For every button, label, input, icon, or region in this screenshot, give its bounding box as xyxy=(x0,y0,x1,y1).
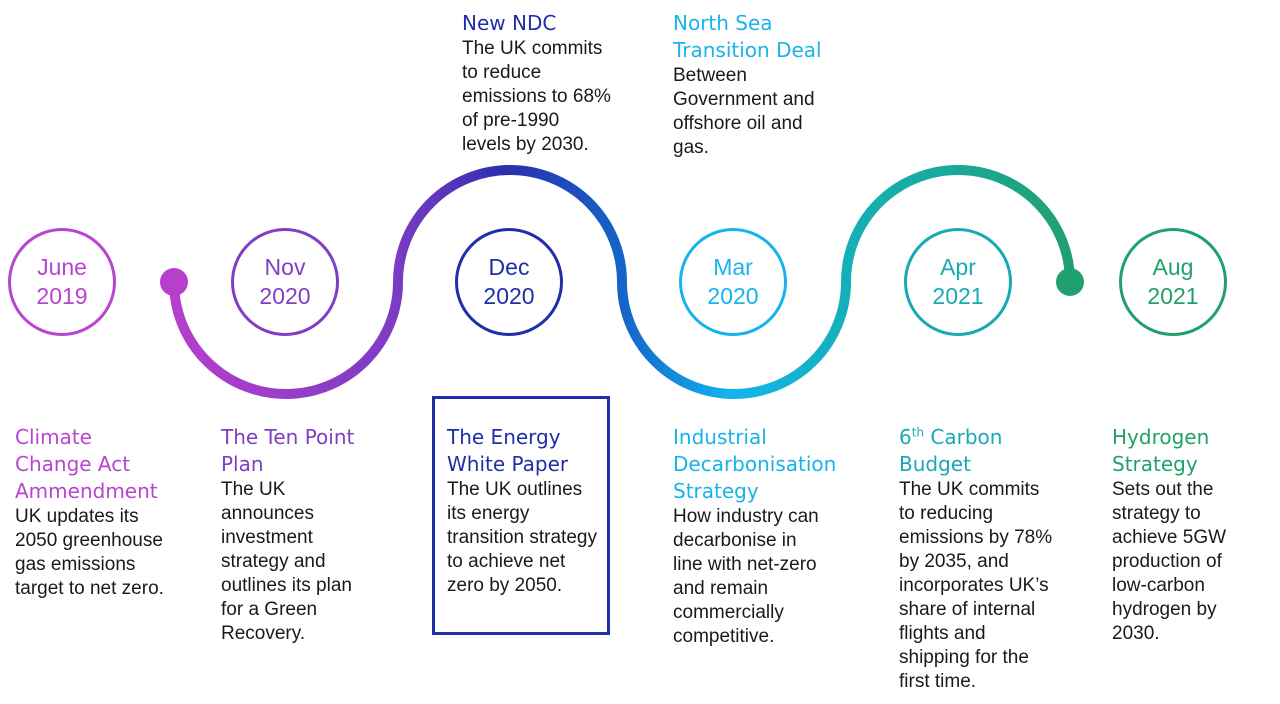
event-title: Budget xyxy=(899,452,971,476)
event-text: line with net-zero xyxy=(673,554,817,575)
date-circle-nov-2020: Nov 2020 xyxy=(231,228,339,336)
event-6th-carbon-budget: 6th Carbon Budget The UK commits to redu… xyxy=(899,424,1052,694)
event-text: The UK commits xyxy=(462,38,603,59)
event-title: Climate xyxy=(15,425,92,449)
date-circle-june-2019: June 2019 xyxy=(8,228,116,336)
event-text: investment xyxy=(221,527,313,548)
event-text: 2030. xyxy=(1112,623,1160,644)
event-ten-point-plan: The Ten Point Plan The UK announces inve… xyxy=(221,424,354,646)
highlight-box xyxy=(432,396,610,635)
event-text: transition strategy xyxy=(447,527,597,548)
event-text: decarbonise in xyxy=(673,530,797,551)
event-text: incorporates UK’s xyxy=(899,575,1049,596)
date-circle-mar-2020: Mar 2020 xyxy=(679,228,787,336)
event-title: White Paper xyxy=(447,452,569,476)
date-circle-dec-2020: Dec 2020 xyxy=(455,228,563,336)
event-text: UK updates its xyxy=(15,506,139,527)
date-month: Apr xyxy=(940,254,976,280)
event-title: Hydrogen xyxy=(1112,425,1210,449)
event-text: Government and xyxy=(673,89,815,110)
title-number: 6 xyxy=(899,425,912,449)
event-text: hydrogen by xyxy=(1112,599,1217,620)
event-text: Between xyxy=(673,65,747,86)
date-month: June xyxy=(37,254,87,280)
title-text: Carbon xyxy=(924,425,1003,449)
timeline-end-dot xyxy=(1056,268,1084,296)
event-text: flights and xyxy=(899,623,986,644)
event-climate-change-act: Climate Change Act Ammendment UK updates… xyxy=(15,424,164,601)
event-text: its energy xyxy=(447,503,530,524)
date-circle-aug-2021: Aug 2021 xyxy=(1119,228,1227,336)
event-north-sea: North Sea Transition Deal Between Govern… xyxy=(673,10,822,160)
event-hydrogen-strategy: Hydrogen Strategy Sets out the strategy … xyxy=(1112,424,1226,646)
event-text: target to net zero. xyxy=(15,578,164,599)
event-text: levels by 2030. xyxy=(462,134,589,155)
date-year: 2020 xyxy=(483,283,535,309)
event-text: strategy and xyxy=(221,551,326,572)
event-text: emissions to 68% xyxy=(462,86,611,107)
event-text: to reduce xyxy=(462,62,542,83)
event-text: of pre-1990 xyxy=(462,110,560,131)
event-title: Plan xyxy=(221,452,264,476)
event-text: offshore oil and xyxy=(673,113,803,134)
date-month: Nov xyxy=(264,254,306,280)
event-title: North Sea xyxy=(673,11,773,35)
event-text: announces xyxy=(221,503,314,524)
event-title: Decarbonisation xyxy=(673,452,837,476)
date-year: 2020 xyxy=(259,283,311,309)
event-text: emissions by 78% xyxy=(899,527,1053,548)
event-text: by 2035, and xyxy=(899,551,1009,572)
event-title: Transition Deal xyxy=(673,38,822,62)
event-text: gas emissions xyxy=(15,554,136,575)
event-title: New NDC xyxy=(462,11,557,35)
event-text: Recovery. xyxy=(221,623,306,644)
event-text: competitive. xyxy=(673,626,775,647)
date-month: Aug xyxy=(1152,254,1194,280)
date-month: Dec xyxy=(488,254,530,280)
event-text: production of xyxy=(1112,551,1222,572)
event-text: Sets out the xyxy=(1112,479,1214,500)
timeline-curve xyxy=(169,165,1075,399)
date-circle-apr-2021: Apr 2021 xyxy=(904,228,1012,336)
event-title: Industrial xyxy=(673,425,767,449)
event-text: outlines its plan xyxy=(221,575,352,596)
date-month: Mar xyxy=(713,254,753,280)
event-text: share of internal xyxy=(899,599,1036,620)
event-text: achieve 5GW xyxy=(1112,527,1227,548)
date-year: 2019 xyxy=(36,283,88,309)
event-text: for a Green xyxy=(221,599,318,620)
event-text: The UK outlines xyxy=(447,479,583,500)
event-energy-white-paper: The Energy White Paper The UK outlines i… xyxy=(447,424,597,598)
event-text: strategy to xyxy=(1112,503,1201,524)
date-year: 2021 xyxy=(1147,283,1199,309)
event-title: Strategy xyxy=(1112,452,1198,476)
event-text: to reducing xyxy=(899,503,994,524)
event-text: low-carbon xyxy=(1112,575,1205,596)
date-year: 2021 xyxy=(932,283,984,309)
event-text: zero by 2050. xyxy=(447,575,563,596)
event-title: Strategy xyxy=(673,479,759,503)
event-text: 2050 greenhouse xyxy=(15,530,163,551)
event-industrial-decarbonisation: Industrial Decarbonisation Strategy How … xyxy=(673,424,836,649)
timeline-start-dot xyxy=(160,268,188,296)
event-title: The Ten Point xyxy=(221,425,355,449)
event-text: commercially xyxy=(673,602,784,623)
event-text: to achieve net xyxy=(447,551,566,572)
title-superscript: th xyxy=(911,425,925,440)
event-text: gas. xyxy=(673,137,709,158)
date-year: 2020 xyxy=(707,283,759,309)
event-title: Ammendment xyxy=(15,479,158,503)
event-text: first time. xyxy=(899,671,977,692)
event-text: The UK commits xyxy=(899,479,1040,500)
event-title: 6th Carbon xyxy=(899,424,1052,451)
event-text: The UK xyxy=(221,479,286,500)
event-title: Change Act xyxy=(15,452,131,476)
event-title: The Energy xyxy=(447,425,561,449)
event-text: shipping for the xyxy=(899,647,1029,668)
event-text: and remain xyxy=(673,578,769,599)
event-text: How industry can xyxy=(673,506,819,527)
event-new-ndc: New NDC The UK commits to reduce emissio… xyxy=(462,10,611,157)
